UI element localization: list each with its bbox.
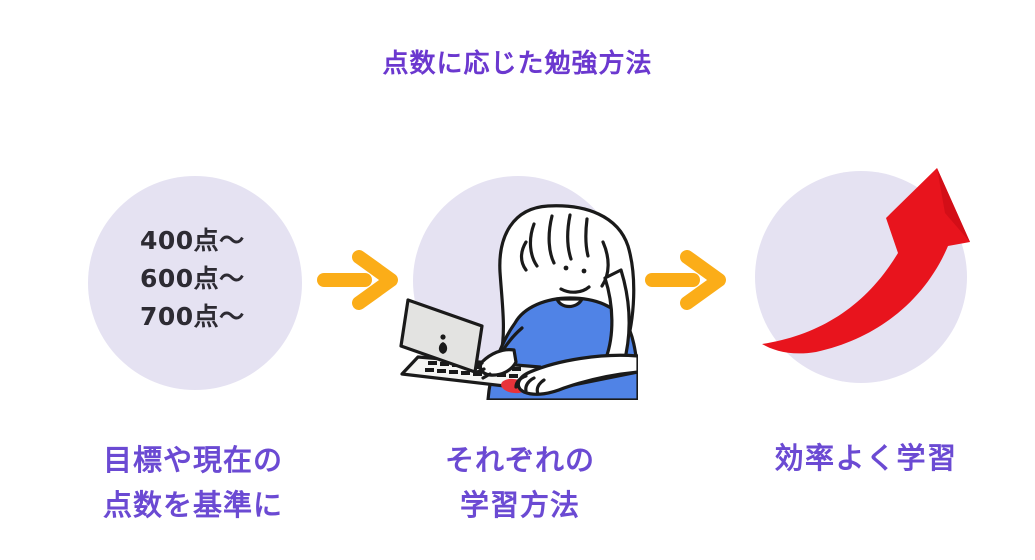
study-illustration-circle (399, 176, 638, 400)
growth-circle (755, 168, 970, 383)
step-label-score-basis: 目標や現在の 点数を基準に (63, 438, 323, 528)
step-label-line: 点数を基準に (102, 488, 283, 522)
step-label-efficient-learning: 効率よく学習 (736, 436, 996, 481)
score-item: 400点〜 (140, 226, 245, 255)
page-title: 点数に応じた勉強方法 (382, 49, 653, 79)
score-list: 400点〜 600点〜 700点〜 (88, 172, 302, 386)
step-label-study-method: それぞれの 学習方法 (390, 438, 650, 528)
flow-right-arrow-icon (645, 250, 726, 310)
flow-right-arrow-icon (317, 250, 398, 310)
person-studying-at-laptop-illustration (399, 204, 638, 400)
step-label-line: 効率よく学習 (774, 441, 958, 475)
score-item: 600点〜 (140, 264, 245, 293)
score-tiers-circle: 400点〜 600点〜 700点〜 (88, 176, 302, 390)
rising-growth-arrow-icon (762, 168, 970, 354)
step-label-line: 学習方法 (459, 488, 580, 522)
step-label-line: 目標や現在の (102, 443, 283, 477)
step-label-line: それぞれの (444, 443, 595, 477)
score-item: 700点〜 (140, 302, 245, 331)
